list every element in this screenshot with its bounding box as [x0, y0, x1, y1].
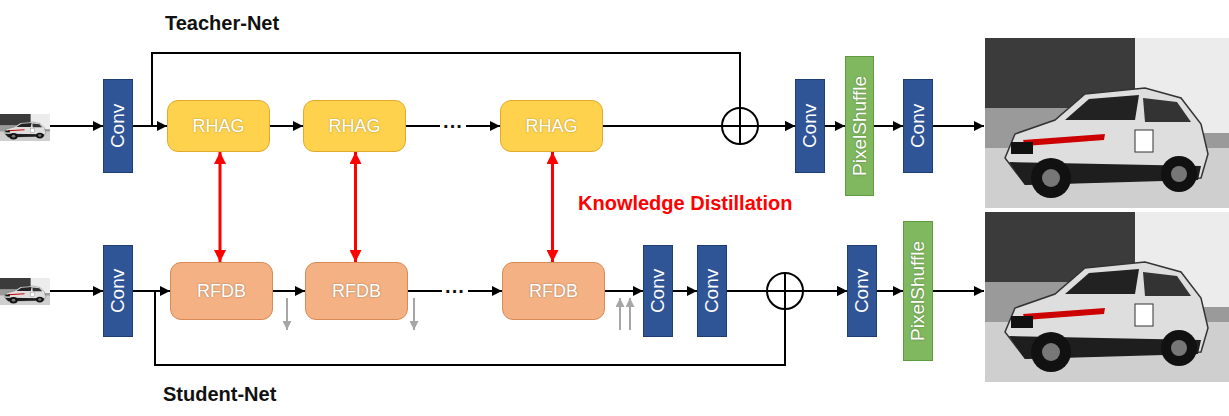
conv-box: Conv	[903, 79, 933, 173]
input-image	[0, 278, 50, 305]
flow-arrow	[673, 290, 697, 292]
rhag-block: RHAG	[303, 100, 406, 152]
rfdb-block: RFDB	[502, 262, 605, 320]
conv-box: Conv	[103, 79, 133, 173]
block-label: RFDB	[529, 281, 578, 302]
network-title: Student-Net	[163, 383, 276, 406]
block-label: RFDB	[332, 281, 381, 302]
output-image	[985, 38, 1229, 208]
downsample-arrow	[286, 298, 288, 330]
rfdb-block: RFDB	[170, 262, 273, 320]
upsample-arrow	[629, 298, 631, 330]
block-label: Conv	[851, 269, 873, 313]
output-arrow	[933, 290, 984, 292]
rhag-block: RHAG	[500, 100, 603, 152]
block-label: Conv	[107, 104, 129, 148]
flow-arrow	[605, 290, 643, 292]
block-label: Conv	[701, 269, 723, 313]
output-arrow	[933, 125, 984, 127]
input-arrow	[50, 125, 103, 127]
flow-arrow	[270, 125, 303, 127]
block-label: RHAG	[192, 116, 244, 137]
conv-box: Conv	[103, 245, 133, 337]
flow-arrow	[877, 290, 903, 292]
block-label: RHAG	[328, 116, 380, 137]
upsample-arrow	[619, 298, 621, 330]
conv-box: Conv	[847, 245, 877, 337]
continuation-dots: ···	[440, 116, 466, 136]
distillation-arrow	[354, 152, 357, 262]
block-label: RHAG	[525, 116, 577, 137]
flow-arrow	[825, 125, 845, 127]
block-label: PixelShuffle	[907, 241, 929, 341]
distillation-arrow	[551, 152, 554, 262]
input-arrow	[50, 290, 103, 292]
flow-arrow	[874, 125, 903, 127]
block-label: RFDB	[197, 281, 246, 302]
distillation-arrow	[219, 152, 222, 262]
downsample-arrow	[413, 298, 415, 330]
rfdb-block: RFDB	[305, 262, 408, 320]
input-image	[0, 114, 50, 141]
block-label: Conv	[799, 104, 821, 148]
block-label: PixelShuffle	[849, 76, 871, 176]
conv-box: Conv	[795, 79, 825, 173]
conv-box: Conv	[643, 245, 673, 337]
pixelshuffle-box: PixelShuffle	[903, 221, 933, 361]
conv-box: Conv	[697, 245, 727, 337]
continuation-dots: ···	[442, 281, 468, 301]
block-label: Conv	[107, 269, 129, 313]
network-title: Teacher-Net	[165, 12, 279, 35]
block-label: Conv	[647, 269, 669, 313]
flow-arrow	[273, 290, 305, 292]
pixelshuffle-box: PixelShuffle	[845, 56, 874, 196]
rhag-block: RHAG	[167, 100, 270, 152]
annotation-label: Knowledge Distillation	[578, 192, 792, 215]
output-image	[985, 212, 1229, 382]
block-label: Conv	[907, 104, 929, 148]
